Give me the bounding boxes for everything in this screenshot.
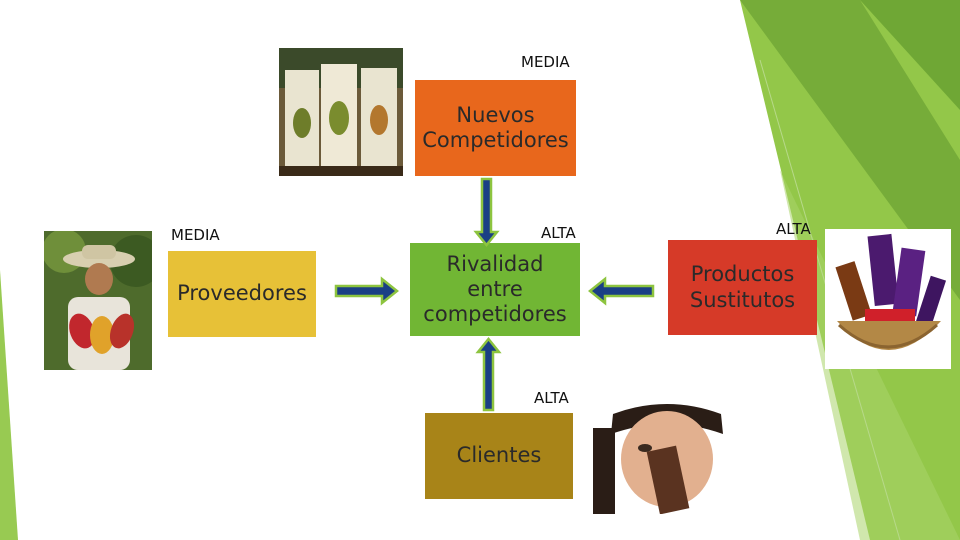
arrow-up-from-clientes	[475, 337, 502, 412]
rivalidad-level-label: ALTA	[541, 224, 576, 242]
clientes-level-label: ALTA	[534, 389, 569, 407]
farmer-cacao-photo	[44, 231, 152, 370]
proveedores-label: Proveedores	[177, 281, 307, 306]
sustitutos-level-label: ALTA	[776, 220, 811, 238]
proveedores-box: Proveedores	[168, 251, 316, 337]
rivalidad-label: Rivalidad entre competidores	[423, 251, 567, 327]
cacao-products-photo	[279, 48, 403, 176]
productos-sustitutos-box: Productos Sustitutos	[668, 240, 817, 335]
clientes-box: Clientes	[425, 413, 573, 499]
productos-sustitutos-label: Productos Sustitutos	[689, 262, 796, 312]
rivalidad-box: Rivalidad entre competidores	[410, 243, 580, 336]
chocolate-basket-photo	[825, 229, 951, 369]
arrow-right-from-proveedores	[334, 276, 400, 306]
arrow-down-from-nuevos	[473, 177, 500, 247]
nuevos-competidores-box: Nuevos Competidores	[415, 80, 576, 176]
proveedores-level-label: MEDIA	[171, 226, 220, 244]
nuevos-level-label: MEDIA	[521, 53, 570, 71]
clientes-label: Clientes	[456, 443, 542, 468]
arrow-left-from-sustitutos	[587, 276, 655, 306]
nuevos-competidores-label: Nuevos Competidores	[422, 102, 569, 152]
man-eating-chocolate-photo	[593, 404, 741, 514]
